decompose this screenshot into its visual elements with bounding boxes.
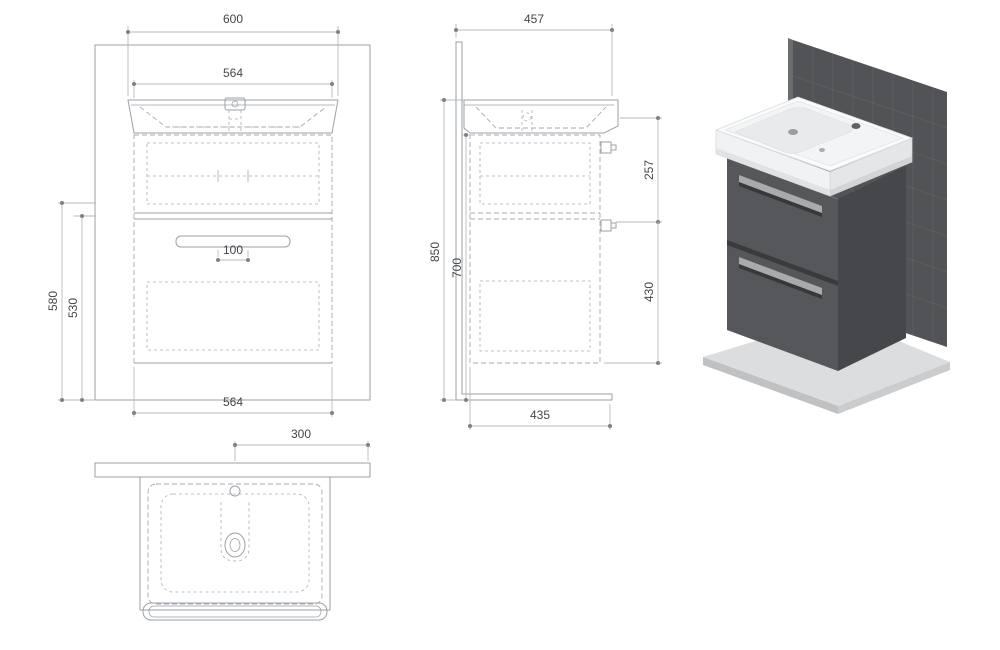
dim-front-top-width: 600: [126, 12, 340, 96]
dim-front-bottom-width: 564: [132, 367, 334, 417]
side-basin: [463, 99, 619, 134]
dim-side-total-height: 850: [428, 98, 464, 402]
top-cabinet: [139, 476, 331, 611]
iso-handle-1-shadow: [739, 182, 822, 217]
front-drawer-2: [146, 281, 320, 351]
dim-label-front-height-outer: 580: [46, 291, 60, 311]
top-view: 300: [94, 427, 371, 621]
top-drain: [224, 532, 246, 558]
iso-overflow-hole: [819, 148, 825, 152]
front-wall-panel: [94, 44, 371, 401]
dim-label-front-basin-width: 564: [223, 66, 243, 80]
iso-handle-2: [739, 257, 822, 295]
dim-front-basin-width: 564: [132, 66, 334, 98]
dim-side-cabinet-height: 700: [450, 133, 474, 402]
dim-label-side-cabinet-height: 700: [450, 258, 464, 278]
dim-label-front-bottom-width: 564: [223, 395, 243, 409]
dim-side-lower-offset: 430: [604, 222, 662, 365]
dim-label-front-top-width: 600: [223, 12, 243, 26]
top-handle: [142, 602, 328, 621]
dim-label-side-lower-offset: 430: [642, 282, 656, 302]
dim-label-top-center-offset: 300: [291, 427, 311, 441]
front-tap: [224, 97, 246, 111]
dim-label-side-total-height: 850: [428, 242, 442, 262]
front-drawer-1: [146, 142, 320, 205]
side-view: 457 850 700 257 430: [428, 12, 662, 430]
iso-basin-face-right-shade: [830, 156, 912, 196]
dim-front-height-inner: 530: [66, 214, 96, 402]
dim-top-center-offset: 300: [233, 427, 370, 461]
iso-handle-2-shadow: [739, 264, 822, 299]
front-cabinet: [133, 134, 333, 364]
dim-label-front-height-inner: 530: [66, 298, 80, 318]
iso-bowl-drain: [788, 129, 798, 135]
dim-label-side-depth-bottom: 435: [530, 408, 550, 422]
iso-handle-1: [739, 175, 822, 213]
dim-label-front-handle-spacing: 100: [223, 243, 243, 257]
side-cabinet: [469, 134, 601, 364]
side-wall-panel: [455, 41, 613, 401]
dim-label-side-depth-top: 457: [524, 12, 544, 26]
iso-floor-edge-right: [838, 362, 950, 414]
front-handle: [175, 235, 291, 248]
top-wall-panel: [94, 462, 371, 478]
dim-side-depth-top: 457: [454, 12, 614, 96]
iso-cabinet-side: [838, 166, 906, 371]
top-basin: [147, 483, 323, 605]
iso-tap-hole: [851, 123, 861, 129]
iso-view: [703, 38, 950, 414]
iso-floor-edge-left: [703, 357, 838, 414]
dim-side-upper-offset: 257: [616, 116, 662, 224]
dim-front-height-outer: 580: [46, 201, 96, 402]
dim-side-depth-bottom: 435: [468, 367, 612, 430]
side-wall-brackets: [600, 141, 617, 232]
dim-front-handle-spacing: 100: [216, 243, 250, 262]
iso-basin-face-left-shade: [716, 148, 830, 196]
dim-label-side-upper-offset: 257: [642, 160, 656, 180]
top-tap-hole: [229, 485, 241, 497]
front-view: 600 564 100 580 530: [46, 12, 371, 417]
iso-drawer-gap: [727, 240, 838, 286]
front-basin: [127, 97, 339, 134]
